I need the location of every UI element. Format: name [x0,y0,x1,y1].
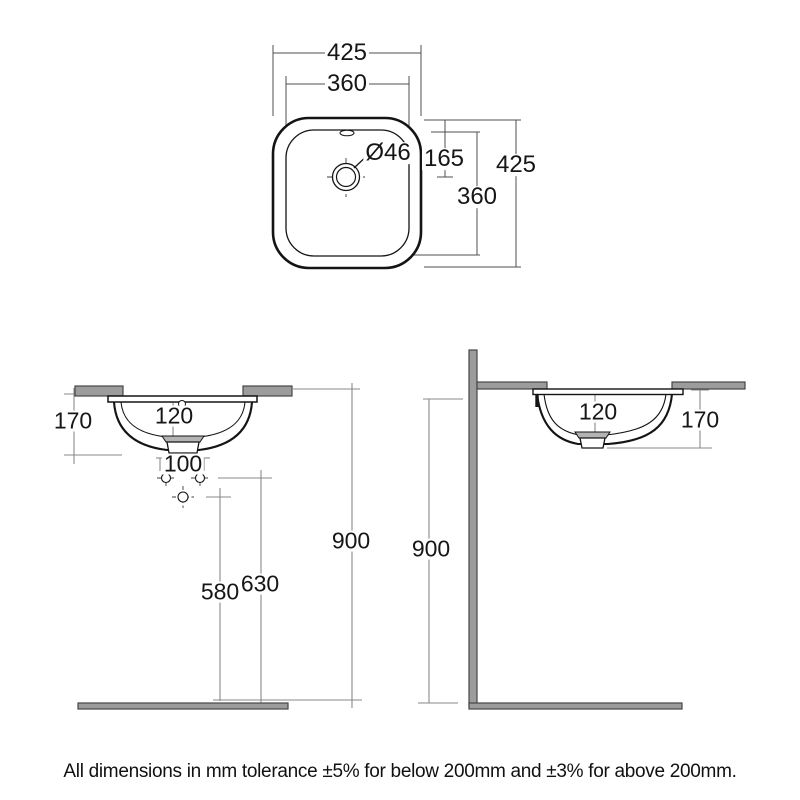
dim-label-top-width-inner: 360 [324,70,370,98]
dim-label-front-floor-to-counter: 900 [329,527,373,554]
dim-label-top-width-overall: 425 [324,39,370,67]
dim-label-side-floor-to-counter: 900 [409,535,453,562]
dim-label-front-depth: 170 [51,407,95,434]
dim-label-side-rim-to-drain: 120 [576,398,620,425]
bowl-outer-side [535,393,674,446]
drain-inner-circle [335,166,357,188]
dim-label-hole-spacing: 100 [161,450,205,477]
dim-label-top-depth-inner: 360 [454,183,500,211]
tolerance-note: All dimensions in mm tolerance ±5% for b… [63,761,737,782]
overflow-hole-top [339,129,355,137]
drain-flange-front [161,435,205,443]
dim-label-drain-diameter: Ø46 [363,139,413,167]
drain-flange-side [574,431,611,439]
dim-label-top-depth-overall: 425 [493,151,539,179]
counter-left-front [74,385,124,397]
side-view-dimension-lines [418,389,712,704]
side-view-drawing [418,349,746,710]
dim-label-floor-to-lower-hole: 580 [198,578,242,605]
counter-right-front [242,385,293,397]
floor-front [77,702,289,710]
floor-side [468,702,683,710]
drain-body-side [579,437,606,449]
counter-left-side [476,381,548,390]
dim-label-side-depth: 170 [678,406,722,433]
counter-right-side [671,381,746,390]
dim-label-top-to-drain: 165 [421,145,467,173]
front-view-dimension-lines [64,383,362,708]
basin-rim-side [532,388,684,396]
drain-body-front [166,441,200,454]
dim-label-front-rim-to-drain: 120 [152,402,196,429]
dim-label-floor-to-upper-holes: 630 [238,570,282,597]
front-view-drawing [64,383,362,710]
wall-side [468,349,478,707]
